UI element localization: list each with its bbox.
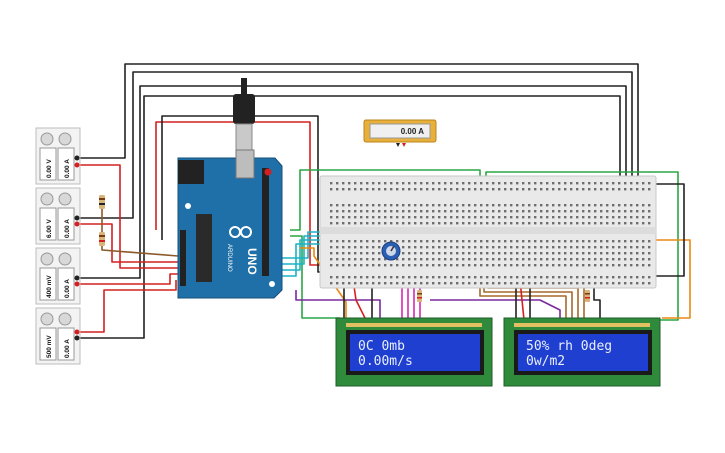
supply-current: 0.00 A (64, 159, 71, 178)
resistor (99, 232, 105, 246)
wire-black[interactable] (80, 95, 621, 339)
supply-voltage: 500 mV (46, 335, 53, 358)
multimeter[interactable]: 0.00 A (363, 119, 437, 147)
wire-green[interactable] (485, 171, 679, 321)
power-supply-2[interactable]: 6.00 V 0.00 A (35, 187, 81, 245)
wire-red[interactable] (80, 223, 178, 263)
arduino-uno[interactable]: ARDUINO UNO (177, 149, 283, 299)
lcd-display-right[interactable]: 50% rh 0deg 0w/m2 (503, 317, 661, 387)
lcd-right-line-2: 0w/m2 (526, 354, 565, 369)
power-supply-3[interactable]: 400 mV 0.00 A (35, 247, 81, 305)
supply-current: 0.00 A (64, 339, 71, 358)
supply-voltage: 6.00 V (46, 219, 53, 238)
wire-black[interactable] (80, 85, 627, 279)
wire-red[interactable] (80, 273, 178, 285)
lcd-right-line-1: 50% rh 0deg (526, 339, 612, 354)
power-supply-1[interactable]: 0.00 V 0.00 A (35, 127, 81, 185)
resistor (99, 195, 105, 209)
supply-voltage: 400 mV (46, 275, 53, 298)
lcd-left-line-1: 0C 0mb (358, 339, 405, 354)
lcd-left-line-2: 0.00m/s (358, 354, 413, 369)
breadboard[interactable] (319, 175, 657, 289)
potentiometer[interactable] (381, 241, 401, 261)
wire-red[interactable] (80, 164, 178, 269)
resistor (585, 290, 590, 302)
arduino-logo (229, 226, 252, 238)
wire-green[interactable] (290, 235, 340, 319)
power-supply-4[interactable]: 500 mV 0.00 A (35, 307, 81, 365)
multimeter-reading: 0.00 A (401, 127, 424, 136)
wire-purple[interactable] (430, 299, 561, 320)
usb-cable[interactable] (233, 78, 255, 155)
wire-red[interactable] (80, 280, 177, 333)
wire-black[interactable] (646, 183, 685, 277)
resistor (417, 290, 422, 302)
supply-current: 0.00 A (64, 219, 71, 238)
wire-black[interactable] (80, 63, 639, 186)
arduino-model: UNO (245, 248, 259, 275)
lcd-display-left[interactable]: 0C 0mb 0.00m/s (335, 317, 493, 387)
supply-voltage: 0.00 V (46, 159, 53, 178)
wire-brown[interactable] (101, 195, 179, 257)
wire-orange[interactable] (300, 247, 347, 320)
wire-black[interactable] (80, 71, 633, 219)
supply-current: 0.00 A (64, 279, 71, 298)
arduino-brand: ARDUINO (226, 244, 232, 272)
wire-purple[interactable] (295, 290, 381, 320)
